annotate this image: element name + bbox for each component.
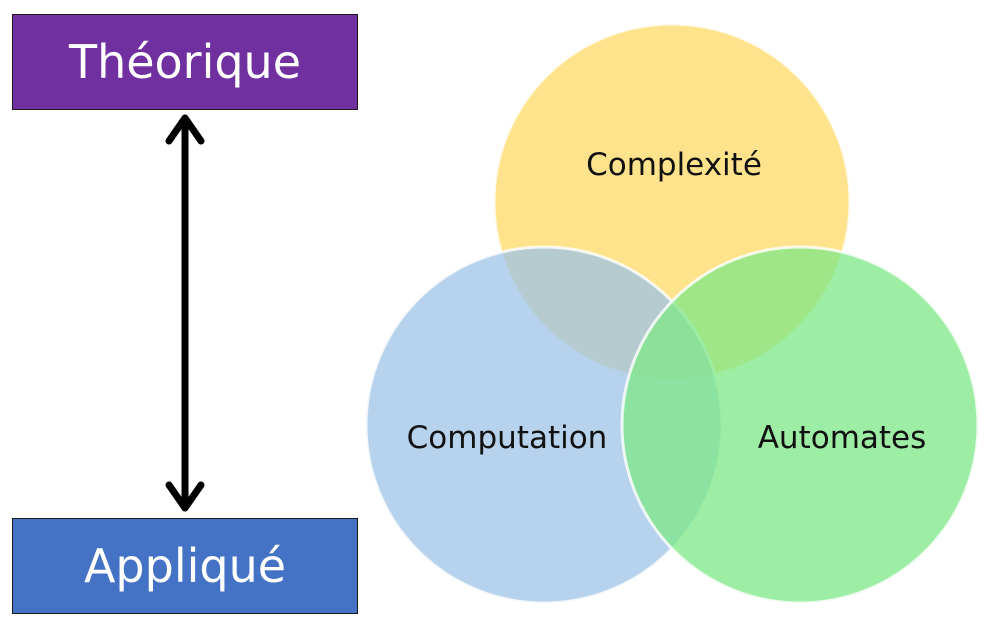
circle-automates — [620, 245, 980, 605]
arrow-head-bottom-icon — [165, 481, 205, 512]
double-arrow — [165, 114, 205, 512]
venn-diagram: Complexité Computation Automates — [364, 22, 980, 605]
automates-label: Automates — [758, 420, 927, 456]
theorique-label: Théorique — [68, 35, 302, 89]
computation-label: Computation — [407, 420, 608, 456]
complexite-label: Complexité — [586, 147, 762, 183]
applique-label: Appliqué — [83, 539, 287, 593]
applique-box: Appliqué — [12, 518, 358, 614]
arrow-head-top-icon — [165, 114, 205, 145]
theorique-box: Théorique — [12, 14, 358, 110]
